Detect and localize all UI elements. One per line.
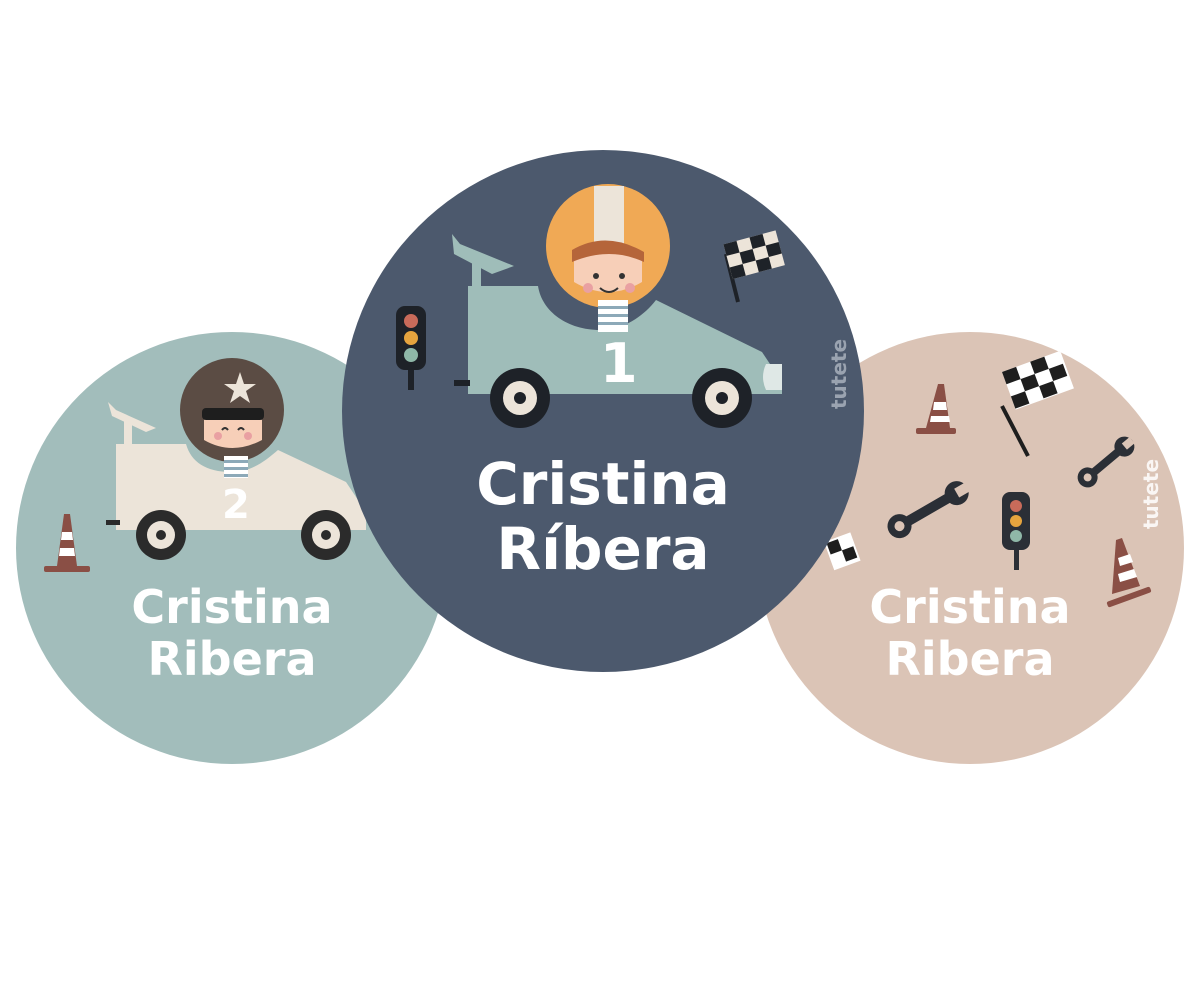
traffic-light-icon <box>396 306 426 390</box>
traffic-cone-icon <box>44 514 90 572</box>
sticker-center: 1 tutete Cristina Ríbera <box>342 150 864 672</box>
sticker-center-illustration <box>396 184 785 428</box>
name-line-1: Cristina <box>869 580 1071 634</box>
car-number: 1 <box>600 332 638 395</box>
checkered-flag-icon <box>824 532 861 571</box>
traffic-cone-icon <box>1106 538 1152 608</box>
name-line-2: Ribera <box>885 631 1055 686</box>
sticker-name: Cristina Ríbera <box>342 452 864 582</box>
name-line-2: Ribera <box>147 631 317 686</box>
sticker-right: tutete Cristina Ribera <box>756 332 1184 764</box>
sticker-right-illustration <box>824 350 1152 608</box>
star-helmet-icon <box>180 358 284 478</box>
race-car-icon <box>106 358 366 560</box>
sticker-name: Cristina Ribera <box>16 580 448 686</box>
brand-watermark: tutete <box>827 338 852 410</box>
checkered-flag-icon <box>723 230 785 303</box>
sticker-left-illustration <box>44 358 366 572</box>
sticker-name: Cristina Ribera <box>756 580 1184 686</box>
wrench-icon <box>1077 436 1135 488</box>
race-car-icon <box>452 184 782 428</box>
traffic-light-icon <box>1002 492 1030 570</box>
name-line-1: Cristina <box>131 580 333 634</box>
wrench-icon <box>887 481 972 539</box>
name-line-1: Cristina <box>476 450 730 518</box>
checkered-flag-icon <box>1000 350 1074 457</box>
brand-watermark: tutete <box>1139 458 1164 530</box>
car-number: 2 <box>222 482 250 528</box>
name-line-2: Ríbera <box>496 514 710 583</box>
orange-helmet-icon <box>546 184 670 332</box>
traffic-cone-icon <box>916 384 956 434</box>
